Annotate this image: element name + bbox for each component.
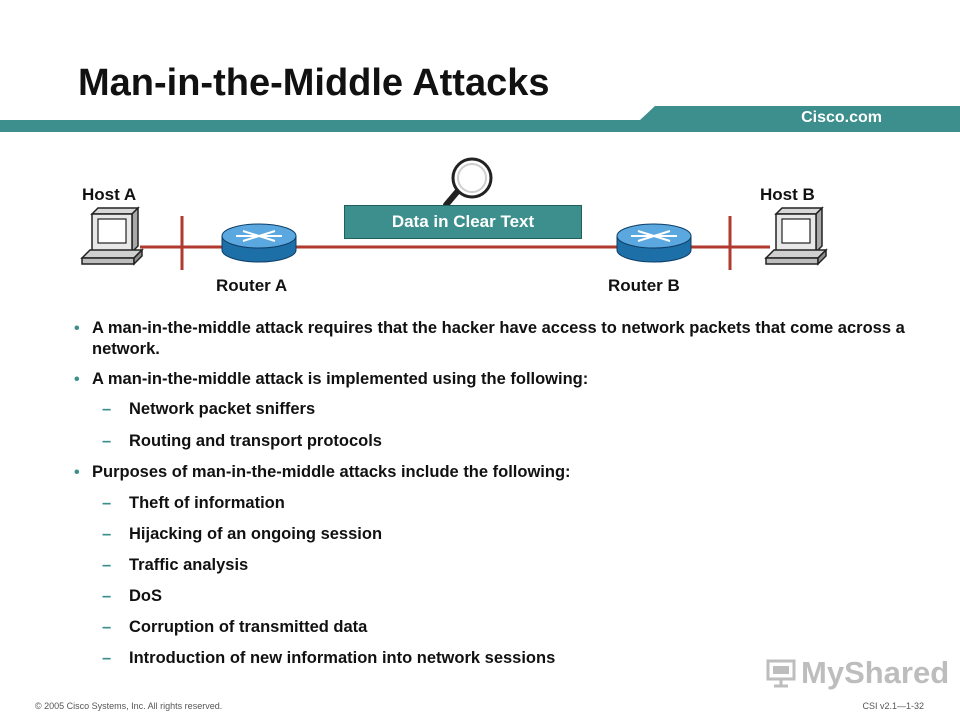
sub-bullet-item: –Introduction of new information into ne… [102,649,556,667]
bullet-item: •A man-in-the-middle attack is implement… [74,370,589,388]
bullet-list: •A man-in-the-middle attack requires tha… [74,318,914,669]
magnifier-icon [443,157,493,208]
dash-icon: – [102,494,112,512]
dash-icon: – [102,525,112,543]
header-band [0,106,960,132]
network-diagram [80,157,828,270]
bullet-dot-icon: • [74,320,80,337]
computer-icon-host-a [80,206,144,266]
bullet-dot-icon: • [74,464,80,481]
cisco-brand: Cisco.com [801,109,882,126]
label-host-a: Host A [82,185,137,204]
dash-icon: – [102,618,112,636]
sub-bullet-item: –Network packet sniffers [102,400,316,418]
sub-bullet-item: –DoS [102,587,162,605]
watermark: MyShared [765,655,949,691]
dash-icon: – [102,556,112,574]
label-host-b: Host B [760,185,815,204]
dash-icon: – [102,400,112,418]
router-icon-b [616,223,692,263]
footer-copyright: © 2005 Cisco Systems, Inc. All rights re… [35,701,223,711]
dash-icon: – [102,432,112,450]
dash-icon: – [102,649,112,667]
bullet-item: •Purposes of man-in-the-middle attacks i… [74,463,571,481]
sub-bullet-item: –Hijacking of an ongoing session [102,525,383,543]
dash-icon: – [102,587,112,605]
clear-text-box: Data in Clear Text [344,205,582,239]
sub-bullet-item: –Traffic analysis [102,556,249,574]
computer-icon-host-b [764,206,828,266]
bullet-item: •A man-in-the-middle attack requires tha… [74,319,905,358]
label-router-a: Router A [216,276,288,295]
bullet-dot-icon: • [74,371,80,388]
sub-bullet-item: –Routing and transport protocols [102,432,382,450]
sub-bullet-item: –Corruption of transmitted data [102,618,368,636]
presentation-icon [766,659,796,688]
label-router-b: Router B [608,276,680,295]
router-icon-a [221,223,297,263]
slide-title: Man-in-the-Middle Attacks [78,62,550,104]
footer-course-id: CSI v2.1—1-32 [862,701,924,711]
sub-bullet-item: –Theft of information [102,494,285,512]
